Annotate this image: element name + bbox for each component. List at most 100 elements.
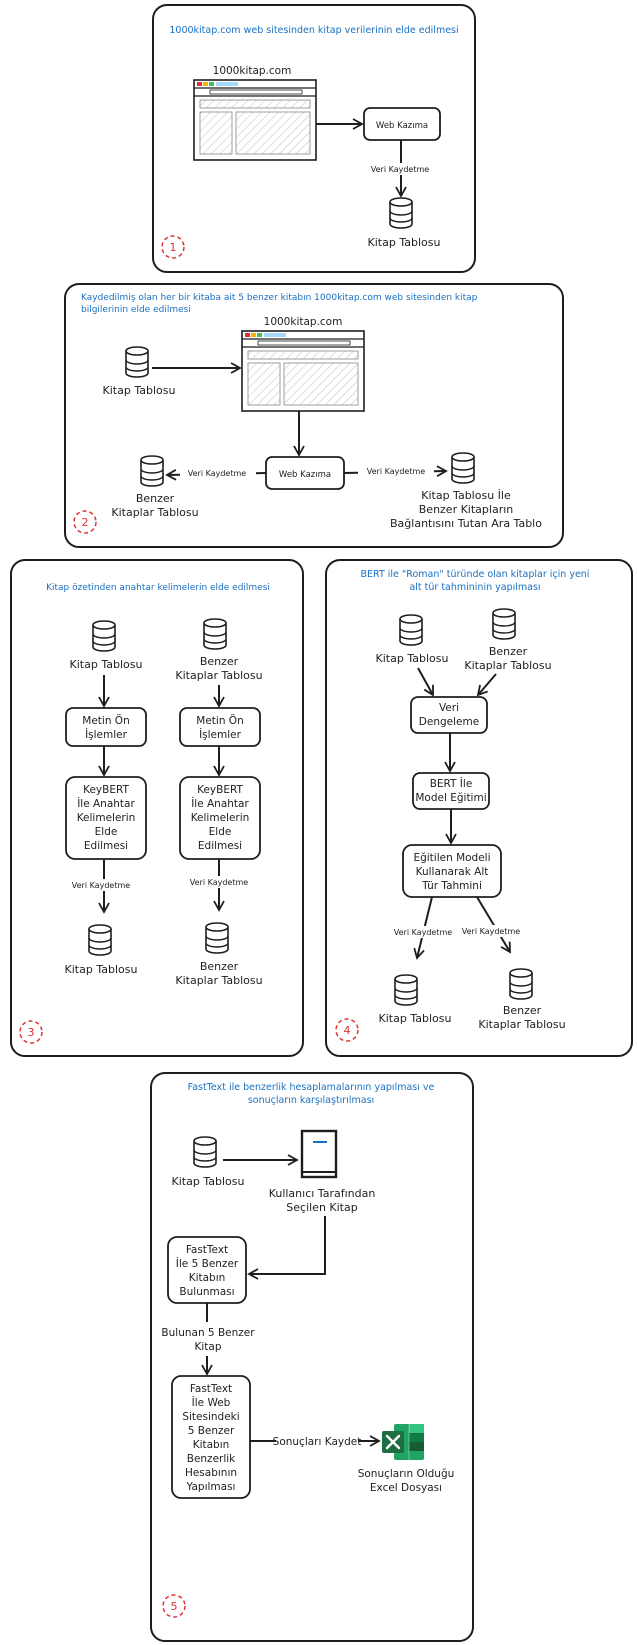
calc-label-4: 5 Benzer: [188, 1425, 235, 1437]
kitap-tablosu-label: Kitap Tablosu: [376, 652, 449, 665]
step-number-1: 1: [170, 241, 177, 254]
panel-4: BERT ile "Roman" türünde olan kitaplar i…: [325, 559, 633, 1057]
benzer-out-label-2: Kitaplar Tablosu: [478, 1018, 565, 1031]
preprocess-label-1: Metin Ön: [196, 714, 243, 727]
arrow-kitap-to-balance: [417, 667, 434, 697]
book-icon: [300, 1129, 338, 1179]
preprocess-box-left: [65, 707, 147, 747]
database-icon: [193, 1136, 217, 1168]
panel-2: Kaydedilmiş olan her bir kitaba ait 5 be…: [64, 283, 564, 548]
benzer-out-label-1: Benzer: [200, 960, 239, 973]
benzer-tablosu-label-1: Benzer: [136, 492, 175, 505]
fasttext-similarity-box: [171, 1375, 251, 1499]
keybert-label-2: İle Anahtar: [191, 797, 249, 810]
panel-5-title-line2: sonuçların karşılaştırılması: [248, 1095, 374, 1106]
find-label-4: Bulunması: [179, 1286, 234, 1298]
benzer-label-1: Benzer: [200, 655, 239, 668]
panel-5: FastText ile benzerlik hesaplamalarının …: [150, 1072, 474, 1642]
database-icon: [125, 346, 149, 378]
calc-label-7: Hesabının: [185, 1467, 237, 1479]
predict-label-2: Kullanarak Alt: [416, 866, 489, 878]
find-label-2: İle 5 Benzer: [176, 1257, 239, 1270]
benzer-label-2: Kitaplar Tablosu: [175, 669, 262, 682]
save-data-label-left: Veri Kaydetme: [188, 469, 247, 478]
save-data-label-right: Veri Kaydetme: [367, 467, 426, 476]
arrow-benzer-to-balance: [476, 673, 497, 697]
database-icon: [203, 618, 227, 650]
step-number-4: 4: [344, 1024, 351, 1037]
database-icon: [205, 922, 229, 954]
balance-label-2: Dengeleme: [419, 716, 479, 728]
predict-label-1: Eğitilen Modeli: [413, 852, 490, 864]
calc-label-8: Yapılması: [186, 1481, 236, 1493]
found-books-label-2: Kitap: [194, 1341, 221, 1353]
find-label-3: Kitabın: [189, 1272, 226, 1284]
keybert-label-3: Kelimelerin: [191, 812, 250, 824]
step-number-badge: [19, 1020, 43, 1044]
panel-3-title: Kitap özetinden anahtar kelimelerin elde…: [46, 583, 270, 593]
web-scraping-label: Web Kazıma: [376, 121, 428, 131]
join-table-label-2: Benzer Kitapların: [419, 503, 514, 516]
excel-label-1: Sonuçların Olduğu: [358, 1468, 455, 1480]
panel-2-title-line2: bilgilerinin elde edilmesi: [81, 305, 191, 315]
panel-1: 1000kitap.com web sitesinden kitap veril…: [152, 4, 476, 273]
calc-label-5: Kitabın: [193, 1439, 230, 1451]
step-number-badge: [162, 1594, 186, 1618]
database-icon: [509, 968, 533, 1000]
kitap-tablosu-label: Kitap Tablosu: [172, 1175, 245, 1188]
panel-1-title: 1000kitap.com web sitesinden kitap veril…: [169, 25, 458, 36]
step-number-badge: [73, 510, 97, 534]
calc-label-6: Benzerlik: [187, 1453, 236, 1465]
benzer-out-label-1: Benzer: [503, 1004, 542, 1017]
calc-label-1: FastText: [190, 1383, 232, 1395]
preprocess-label-1: Metin Ön: [82, 714, 129, 727]
kitap-tablosu-out-label: Kitap Tablosu: [65, 963, 138, 976]
database-icon: [88, 924, 112, 956]
step-number-5: 5: [171, 1600, 178, 1613]
keybert-label-4: Elde: [95, 826, 118, 838]
found-books-label-1: Bulunan 5 Benzer: [161, 1327, 255, 1339]
subgenre-predict-box: [402, 844, 502, 898]
browser-url-label: 1000kitap.com: [264, 316, 343, 328]
selected-book-label-2: Seçilen Kitap: [286, 1201, 357, 1214]
keybert-box-left: [65, 776, 147, 860]
save-data-label-right: Veri Kaydetme: [462, 927, 521, 936]
benzer-label-1: Benzer: [489, 645, 528, 658]
panel-4-title-line2: alt tür tahmininin yapılması: [409, 582, 540, 593]
train-label-2: Model Eğitimi: [415, 792, 486, 804]
keybert-label-5: Edilmesi: [198, 840, 242, 852]
save-data-label-left: Veri Kaydetme: [72, 881, 131, 890]
save-data-label-left: Veri Kaydetme: [394, 928, 453, 937]
kitap-tablosu-label: Kitap Tablosu: [103, 384, 176, 397]
arrow-predict-to-benzer: [476, 896, 511, 954]
database-icon: [389, 197, 413, 229]
save-data-label-right: Veri Kaydetme: [190, 878, 249, 887]
panel-5-title-line1: FastText ile benzerlik hesaplamalarının …: [188, 1082, 435, 1093]
panel-2-title-line1: Kaydedilmiş olan her bir kitaba ait 5 be…: [81, 293, 478, 303]
selected-book-label-1: Kullanıcı Tarafından: [269, 1187, 376, 1200]
kitap-tablosu-label: Kitap Tablosu: [368, 236, 441, 249]
join-table-label-3: Bağlantısını Tutan Ara Tablo: [390, 517, 542, 530]
step-number-badge: [161, 235, 185, 259]
preprocess-label-2: İşlemler: [199, 728, 242, 741]
database-icon: [140, 455, 164, 487]
keybert-label-1: KeyBERT: [83, 784, 129, 796]
kitap-tablosu-out-label: Kitap Tablosu: [379, 1012, 452, 1025]
benzer-out-label-2: Kitaplar Tablosu: [175, 974, 262, 987]
save-results-label: Sonuçları Kaydet: [273, 1436, 362, 1448]
keybert-label-5: Edilmesi: [84, 840, 128, 852]
database-icon: [399, 614, 423, 646]
calc-label-2: İle Web: [192, 1396, 231, 1409]
train-label-1: BERT İle: [430, 777, 473, 790]
save-data-label: Veri Kaydetme: [371, 165, 430, 174]
join-table-label-1: Kitap Tablosu İle: [421, 489, 511, 502]
keybert-label-1: KeyBERT: [197, 784, 243, 796]
keybert-label-2: İle Anahtar: [77, 797, 135, 810]
database-icon: [92, 620, 116, 652]
keybert-label-4: Elde: [209, 826, 232, 838]
step-number-2: 2: [82, 516, 89, 529]
step-number-3: 3: [28, 1026, 35, 1039]
find-label-1: FastText: [186, 1244, 228, 1256]
step-number-badge: [335, 1018, 359, 1042]
